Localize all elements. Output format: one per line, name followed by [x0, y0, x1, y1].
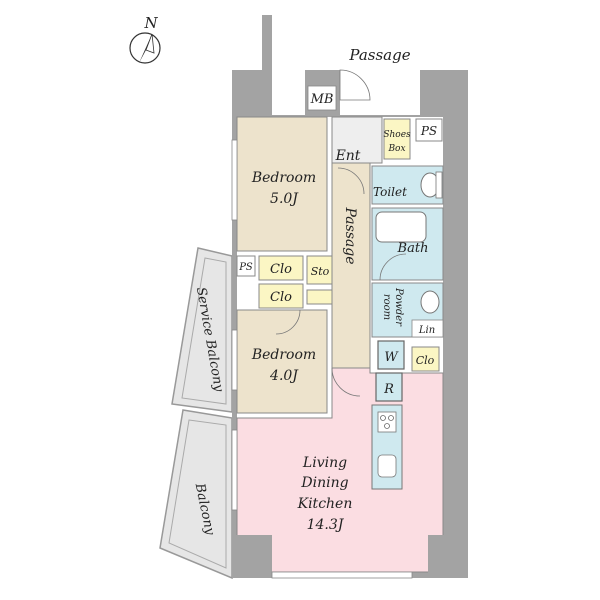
- ldk-size: 14.3J: [307, 517, 345, 533]
- linen-label: Lin: [418, 325, 435, 336]
- bedroom-1-size: 5.0J: [270, 191, 299, 207]
- entrance: [331, 116, 383, 164]
- ldk-label-3: Kitchen: [297, 496, 353, 512]
- washer-space: [377, 340, 405, 370]
- passage-label: Passage: [342, 206, 358, 264]
- shoes-box-label-2: Box: [387, 144, 405, 154]
- passage: [331, 162, 371, 369]
- closet-3-label: Clo: [416, 354, 435, 367]
- storage-label: Sto: [311, 265, 330, 278]
- bedroom-2: [236, 309, 328, 414]
- fridge-label: R: [383, 382, 394, 397]
- storage: [306, 255, 333, 285]
- linen-cupboard: [411, 319, 444, 338]
- entrance-label: Ent: [335, 148, 361, 164]
- ps-left-label: PS: [238, 262, 253, 273]
- ldk-label-1: Living: [302, 455, 347, 471]
- ps-top: [415, 118, 443, 142]
- outside-passage-label: Passage: [348, 46, 410, 64]
- closet-1: [258, 255, 304, 281]
- bedroom-2-name: Bedroom: [251, 347, 316, 363]
- bedroom-1-name: Bedroom: [251, 170, 316, 186]
- bedroom-1: [236, 116, 328, 252]
- compass-icon: N: [129, 14, 161, 64]
- toilet: [371, 165, 444, 205]
- closet-2-label: Clo: [270, 290, 292, 305]
- closet-2: [258, 283, 304, 309]
- bedroom-2-size: 4.0J: [269, 368, 299, 384]
- powder-room-label-1: Powder: [393, 287, 404, 327]
- closet-3: [411, 346, 440, 372]
- toilet-label: Toilet: [373, 185, 407, 199]
- ldk-label-2: Dining: [300, 475, 348, 491]
- ps-left: [236, 255, 256, 277]
- washer-label: W: [384, 350, 399, 365]
- compass-north-label: N: [143, 14, 158, 32]
- fridge-space: [375, 372, 403, 402]
- shoes-box-label-1: Shoes: [383, 130, 411, 140]
- shoes-box: [383, 118, 411, 160]
- closet-1-label: Clo: [270, 262, 292, 277]
- powder-room-label-2: room: [381, 294, 392, 320]
- meter-box-label: MB: [310, 92, 334, 107]
- ps-top-label: PS: [420, 124, 437, 138]
- bath-label: Bath: [397, 241, 429, 256]
